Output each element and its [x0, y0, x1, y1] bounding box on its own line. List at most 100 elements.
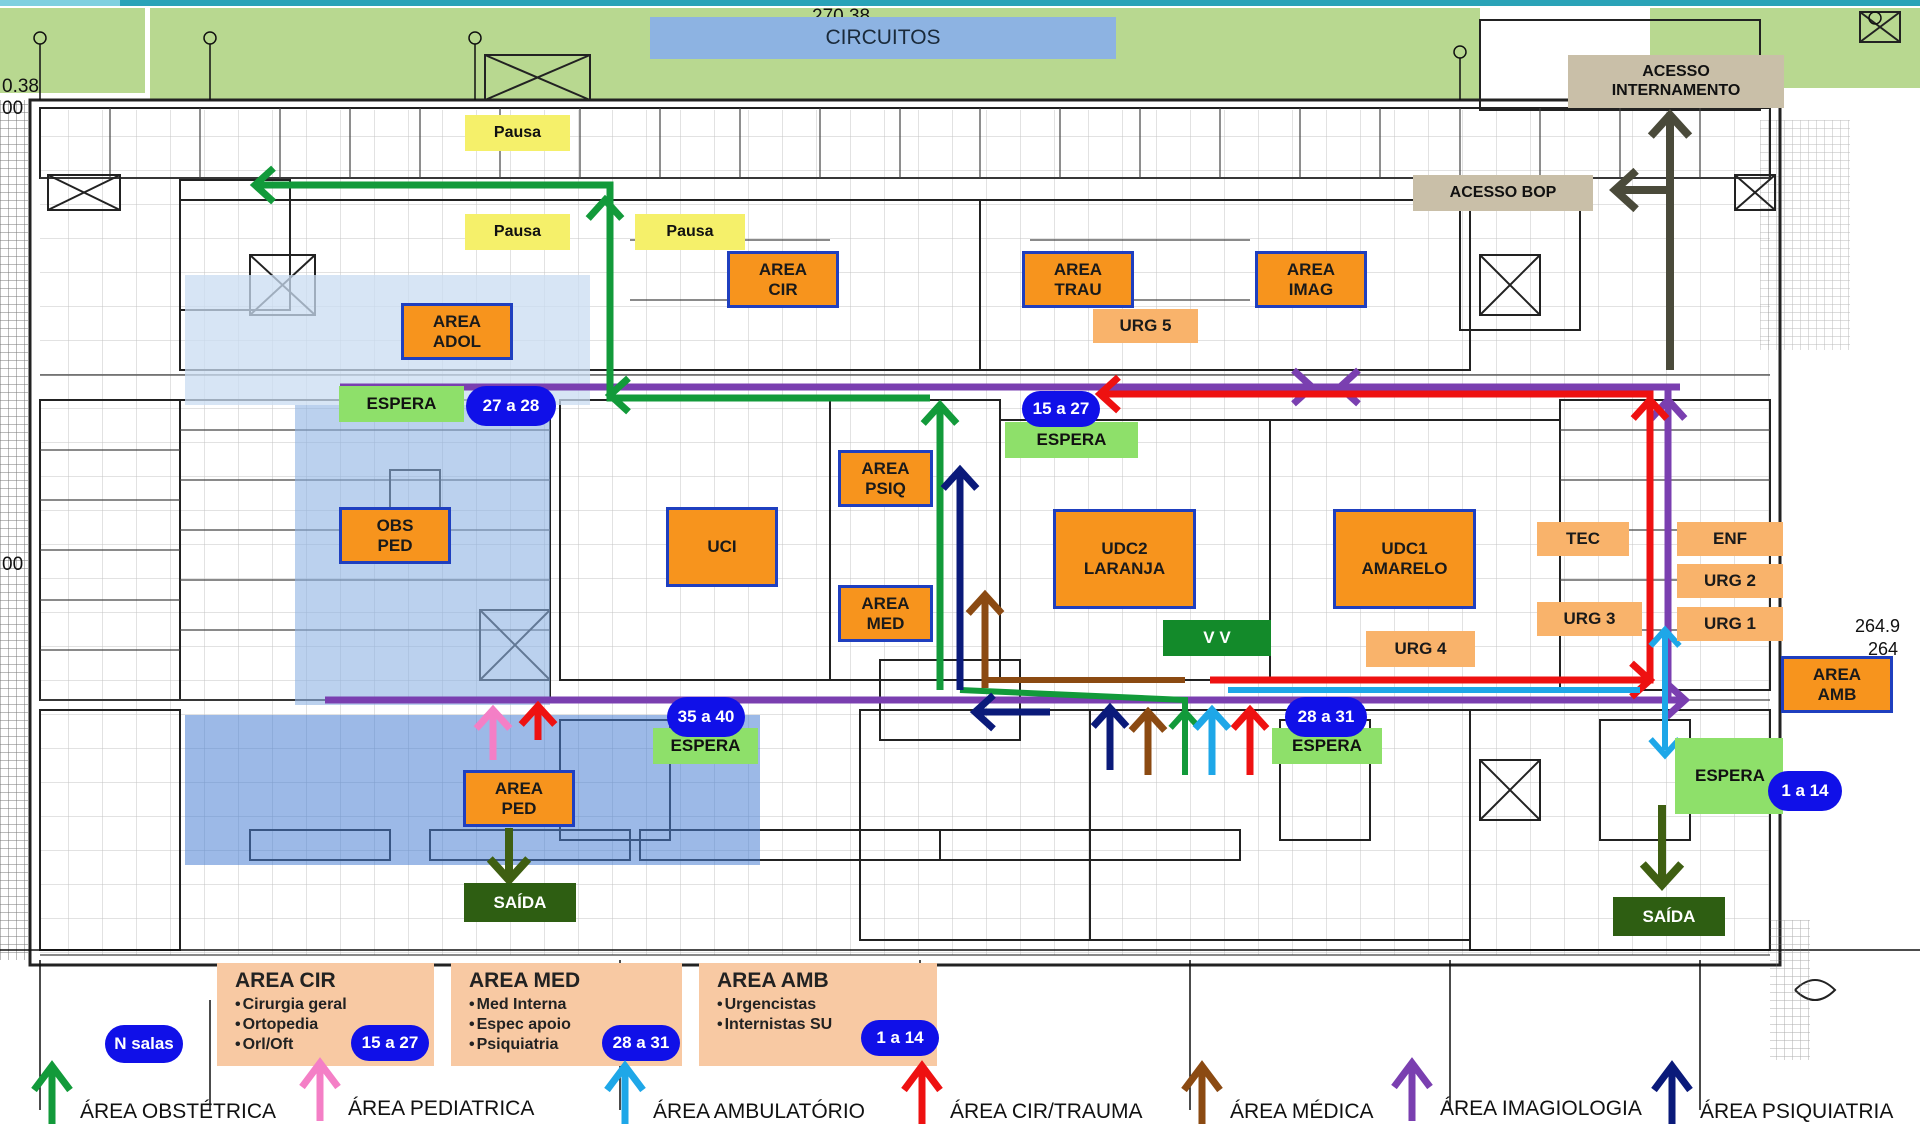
cir-trauma-arrowhead — [518, 700, 558, 727]
hatch-left — [0, 100, 28, 960]
legend-pediatrica-label: ÁREA PEDIATRICA — [348, 1097, 535, 1120]
legend-imagiologia: ÁREA IMAGIOLOGIA — [1390, 1055, 1642, 1123]
urg1-label: URG 1 — [1677, 607, 1783, 641]
obstetrica-arrowhead — [604, 375, 631, 415]
espera-center-top: ESPERA — [1005, 422, 1138, 458]
area-ped: AREA PED — [463, 770, 575, 827]
pediatrica-arrowhead — [473, 704, 513, 731]
arrow-up-icon — [1181, 1060, 1223, 1124]
obstetrica-arrowhead — [920, 399, 960, 426]
exit-ped-label: SAÍDA — [464, 883, 576, 922]
room-range-35-40: 35 a 40 — [667, 697, 745, 737]
legend-ambulatorio: ÁREA AMBULATÓRIO — [603, 1058, 865, 1126]
area-imag: AREA IMAG — [1255, 251, 1367, 308]
legend-area-med-item: Espec apoio — [469, 1015, 664, 1035]
psiquiatria-arrowhead — [969, 692, 996, 732]
legend-area-amb-item: Urgencistas — [717, 995, 919, 1015]
acesso-arrowhead — [1609, 167, 1639, 213]
urg3-label: URG 3 — [1537, 602, 1642, 636]
cir-trauma-arrowhead — [1094, 374, 1121, 414]
legend-pediatrica: ÁREA PEDIATRICA — [298, 1055, 534, 1123]
lawn-left — [0, 8, 145, 93]
legend-area-med-item: Med Interna — [469, 995, 664, 1015]
legend-area-amb-item: Internistas SU — [717, 1015, 919, 1035]
espera-amb: ESPERA — [1675, 738, 1783, 814]
imagiologia-arrowhead — [1664, 680, 1691, 720]
arrow-up-icon — [299, 1057, 341, 1121]
obstetrica-arrowhead — [585, 194, 625, 221]
legend-medica: ÁREA MÉDICA — [1180, 1058, 1374, 1126]
area-uci: UCI — [666, 507, 778, 587]
dim-right-1: 264.9 — [1855, 616, 1900, 636]
area-udc2: UDC2 LARANJA — [1053, 509, 1196, 609]
obstetrica-path-return — [959, 687, 1188, 775]
legend-area-med-badge: 28 a 31 — [602, 1025, 680, 1061]
room-range-28-31-mid: 28 a 31 — [1285, 697, 1367, 737]
legend-area-cir-item: Orl/Oft — [235, 1035, 416, 1055]
espera-ped: ESPERA — [653, 728, 758, 764]
legend-obstetrica: ÁREA OBSTÉTRICA — [30, 1058, 276, 1126]
cir-trauma-path — [1100, 390, 1654, 684]
cir-trauma-arrowhead — [1630, 394, 1670, 421]
legend-area-amb-badge: 1 a 14 — [861, 1020, 939, 1056]
room-range-1-14-right: 1 a 14 — [1768, 771, 1842, 811]
arrow-up-icon — [1651, 1060, 1693, 1124]
obstetrica-arrowhead — [249, 165, 276, 205]
legend-area-med: AREA MED Med Interna Espec apoio Psiquia… — [451, 963, 682, 1066]
area-trau: AREA TRAU — [1022, 251, 1134, 308]
room-range-15-27-top: 15 a 27 — [1022, 391, 1100, 427]
legend-psiquiatria: ÁREA PSIQUIATRIA — [1650, 1058, 1893, 1126]
obstetrica-arrowhead — [1168, 707, 1202, 730]
legend-cir-trauma: ÁREA CIR/TRAUMA — [900, 1058, 1143, 1126]
exit-amb-label: SAÍDA — [1613, 897, 1725, 936]
arrow-up-icon — [604, 1060, 646, 1124]
legend-area-med-title: AREA MED — [469, 969, 581, 992]
legend-obstetrica-label: ÁREA OBSTÉTRICA — [80, 1100, 277, 1123]
legend-imagiologia-label: ÁREA IMAGIOLOGIA — [1440, 1097, 1642, 1120]
legend-area-cir-title: AREA CIR — [235, 969, 336, 992]
arrow-up-icon — [901, 1060, 943, 1124]
psiquiatria-arrowhead — [1090, 702, 1130, 729]
room-range-27-28: 27 a 28 — [466, 386, 556, 426]
saida-arrowhead — [486, 856, 532, 886]
area-med: AREA MED — [838, 585, 933, 642]
legend-area-cir-item: Cirurgia geral — [235, 995, 416, 1015]
tec-label: TEC — [1537, 522, 1629, 556]
access-bop-label: ACESSO BOP — [1413, 175, 1593, 211]
legend-ambulatorio-label: ÁREA AMBULATÓRIO — [653, 1100, 865, 1123]
imagiologia-arrowhead — [1291, 367, 1318, 407]
vv-label: V V — [1163, 620, 1271, 656]
circuit-arrows — [249, 109, 1693, 891]
area-psiq: AREA PSIQ — [838, 450, 933, 507]
legend-area-cir-item: Ortopedia — [235, 1015, 416, 1035]
legend-medica-label: ÁREA MÉDICA — [1230, 1100, 1374, 1123]
acesso-arrowhead — [1647, 109, 1693, 139]
pause-label-1: Pausa — [465, 115, 570, 151]
legend-area-amb-title: AREA AMB — [717, 969, 829, 992]
urg5-label: URG 5 — [1093, 309, 1198, 343]
dim-left-mid: 00 — [2, 554, 23, 575]
dim-left-2: 00 — [2, 98, 23, 119]
area-amb: AREA AMB — [1781, 656, 1893, 713]
medica-arrowhead — [965, 589, 1005, 616]
obstetrica-path — [255, 181, 930, 402]
psiquiatria-arrowhead — [940, 464, 980, 491]
legend-area-cir-badge: 15 a 27 — [351, 1025, 429, 1061]
ambulatorio-arrowhead — [1648, 625, 1682, 648]
urg2-label: URG 2 — [1677, 564, 1783, 598]
saida-arrowhead — [1639, 861, 1685, 891]
pause-label-2: Pausa — [465, 214, 570, 250]
ambulatorio-arrowhead — [1648, 737, 1682, 760]
n-salas-badge: N salas — [105, 1025, 183, 1063]
area-adol: AREA ADOL — [401, 303, 513, 360]
circuits-title: CIRCUITOS — [650, 17, 1116, 59]
arrow-up-icon — [31, 1060, 73, 1124]
area-obs-ped: OBS PED — [339, 507, 451, 564]
legend-area-med-item: Psiquiatria — [469, 1035, 664, 1055]
urg4-label: URG 4 — [1366, 631, 1475, 667]
area-cir: AREA CIR — [727, 251, 839, 308]
imagiologia-arrowhead — [1334, 367, 1361, 407]
dim-left-top: 0.38 — [2, 76, 39, 97]
medica-arrowhead — [1128, 706, 1168, 733]
dim-right-2: 264 — [1868, 639, 1898, 659]
